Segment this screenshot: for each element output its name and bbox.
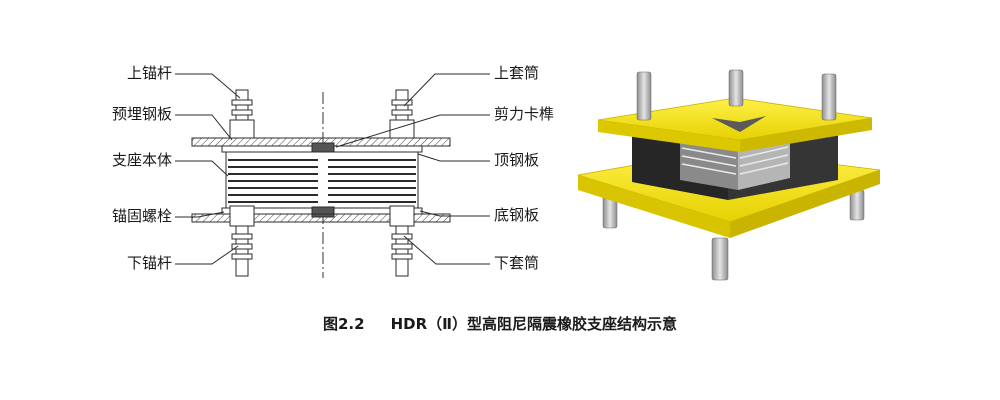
caption-number: 图2.2 (322, 315, 365, 333)
label-top-steel-plate: 顶钢板 (494, 151, 540, 169)
bottom-bolts (602, 189, 865, 281)
label-shear-key: 剪力卡榫 (494, 105, 555, 123)
bearing-body (225, 151, 419, 209)
caption-text: HDR（Ⅱ）型高阻尼隔震橡胶支座结构示意 (390, 315, 677, 333)
figure-caption: 图2.2 HDR（Ⅱ）型高阻尼隔震橡胶支座结构示意 (0, 313, 1000, 334)
label-upper-sleeve: 上套筒 (494, 64, 540, 82)
upper-anchor-rod-left (229, 89, 255, 139)
label-anchor-bolt: 锚固螺栓 (111, 207, 172, 225)
leader-lines-right (335, 73, 490, 265)
lower-anchor-rod-right (389, 205, 415, 277)
label-bottom-steel-plate: 底钢板 (494, 206, 540, 224)
label-upper-anchor-rod: 上锚杆 (126, 64, 172, 82)
lower-anchor-rod-left (229, 205, 255, 277)
label-embedded-steel-plate: 预埋钢板 (111, 105, 172, 123)
top-bolts (636, 69, 837, 121)
embedded-steel-plate-bottom (191, 213, 451, 223)
top-plate-3d (597, 97, 873, 152)
leader-lines-left (175, 73, 241, 265)
label-bearing-body: 支座本体 (111, 151, 172, 169)
upper-anchor-rod-right (389, 89, 415, 139)
label-lower-sleeve: 下套筒 (494, 254, 540, 272)
label-lower-anchor-rod: 下锚杆 (126, 254, 172, 272)
